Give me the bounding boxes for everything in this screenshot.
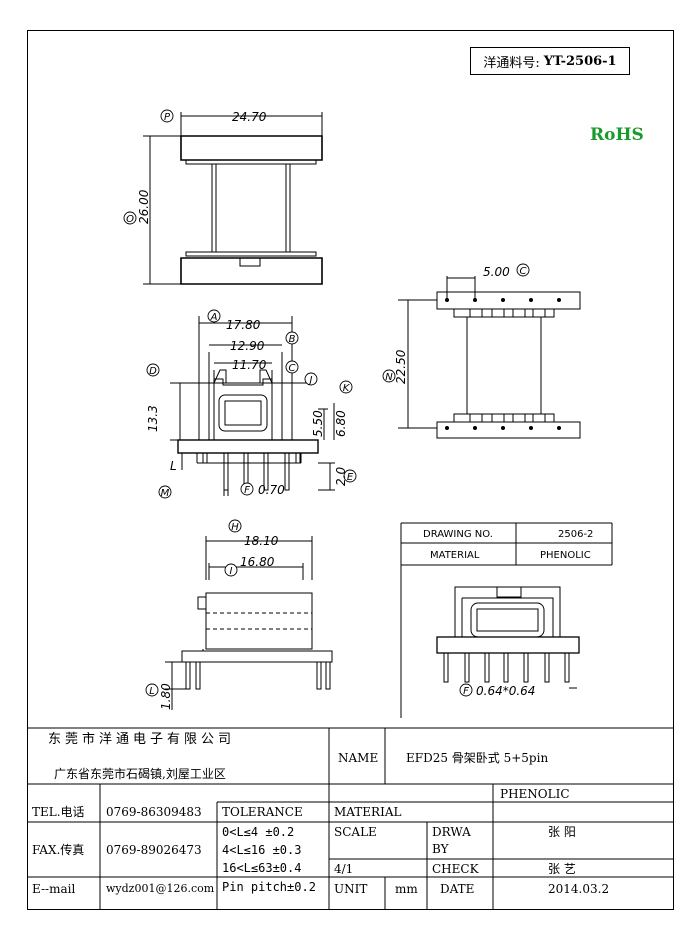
tolerance-2: 4<L≤16 ±0.3	[222, 843, 302, 857]
svg-text:O: O	[126, 214, 134, 225]
dim-a-width: 17.80	[226, 318, 261, 332]
bottom-view	[165, 536, 333, 710]
svg-text:I: I	[230, 566, 233, 577]
scale-label: SCALE	[334, 825, 377, 839]
name-value: EFD25 骨架卧式 5+5pin	[406, 751, 549, 765]
email-label: E--mail	[32, 882, 76, 896]
dim-l-180: 1.80	[159, 683, 173, 710]
email-value: wydz001@126.com	[106, 882, 215, 895]
tel-label: TEL.电话	[32, 805, 85, 819]
dim-pin-l: L	[170, 459, 177, 473]
svg-text:F: F	[463, 686, 469, 697]
svg-text:C: C	[520, 266, 527, 277]
company-name: 东莞市洋通电子有限公司	[48, 732, 236, 747]
tolerance-1: 0<L≤4 ±0.2	[222, 825, 295, 839]
scale-value: 4/1	[334, 862, 354, 876]
callout-letters: P O C N A B C D J K E F M H I L F	[126, 112, 526, 697]
svg-text:C: C	[289, 363, 296, 374]
dim-6-80: 6.80	[334, 410, 348, 437]
top-view	[143, 112, 323, 285]
dim-i-width: 16.80	[240, 555, 275, 569]
material-label: MATERIAL	[334, 805, 402, 819]
company-address: 广东省东莞市石碣镇,刘屋工业区	[54, 767, 226, 781]
dim-h-width: 18.10	[244, 534, 279, 548]
part-number-label: 洋通料号:	[483, 55, 540, 71]
tolerance-4: Pin pitch±0.2	[222, 880, 316, 894]
svg-text:B: B	[289, 334, 296, 345]
part-number-box: 洋通料号: YT-2506-1	[470, 47, 630, 75]
check-value: 张 艺	[548, 862, 576, 876]
drawing-frame	[27, 30, 674, 910]
date-label: DATE	[440, 882, 475, 896]
tel-value: 0769-86309483	[106, 805, 202, 819]
dim-top-width: 24.70	[232, 110, 267, 124]
drawn-label-1: DRWA	[432, 825, 471, 839]
drawn-value: 张 阳	[548, 825, 576, 839]
svg-text:P: P	[164, 112, 171, 123]
inset-drawing-no-label: DRAWING NO.	[423, 529, 493, 540]
dim-f-pin: 0.64*0.64	[476, 684, 535, 698]
svg-text:L: L	[149, 686, 155, 697]
inset-table	[400, 522, 613, 718]
rohs-mark: RoHS	[590, 125, 644, 145]
material-value: PHENOLIC	[500, 787, 570, 801]
fax-value: 0769-89026473	[106, 843, 202, 857]
unit-label: UNIT	[334, 882, 368, 896]
front-view	[170, 316, 335, 496]
date-value: 2014.03.2	[548, 882, 610, 896]
unit-value: mm	[395, 882, 418, 896]
dim-f-070: 0.70	[258, 483, 285, 497]
svg-text:J: J	[308, 375, 313, 386]
callout-markers	[123, 109, 530, 697]
svg-text:A: A	[210, 312, 218, 323]
svg-text:K: K	[343, 383, 351, 394]
tolerance-label: TOLERANCE	[222, 805, 303, 819]
svg-text:N: N	[385, 372, 393, 383]
inset-material-label: MATERIAL	[430, 550, 480, 561]
inset-material-value: PHENOLIC	[540, 550, 591, 561]
fax-label: FAX.传真	[32, 843, 85, 857]
inset-drawing-no-value: 2506-2	[558, 529, 593, 540]
name-label: NAME	[338, 751, 379, 765]
dim-b-width: 12.90	[230, 339, 265, 353]
dim-5-50: 5.50	[311, 410, 325, 437]
dim-e-20: 2.0	[334, 467, 348, 486]
svg-text:H: H	[231, 522, 239, 533]
side-view	[398, 276, 581, 439]
tolerance-3: 16<L≤63±0.4	[222, 861, 302, 875]
dim-pitch: 5.00	[483, 265, 510, 279]
svg-text:F: F	[244, 485, 250, 496]
svg-text:M: M	[161, 488, 170, 499]
dim-13-3: 13.3	[146, 405, 160, 432]
dim-c-width: 11.70	[232, 358, 267, 372]
part-number-value: YT-2506-1	[543, 53, 617, 69]
dim-top-height: 26.00	[137, 189, 151, 224]
title-block-grid	[27, 727, 674, 910]
svg-text:E: E	[347, 472, 354, 483]
drawn-label-2: BY	[432, 842, 449, 856]
check-label: CHECK	[432, 862, 479, 876]
inset-bobbin	[436, 586, 580, 689]
dim-side-height: 22.50	[394, 349, 408, 384]
svg-text:D: D	[149, 366, 157, 377]
